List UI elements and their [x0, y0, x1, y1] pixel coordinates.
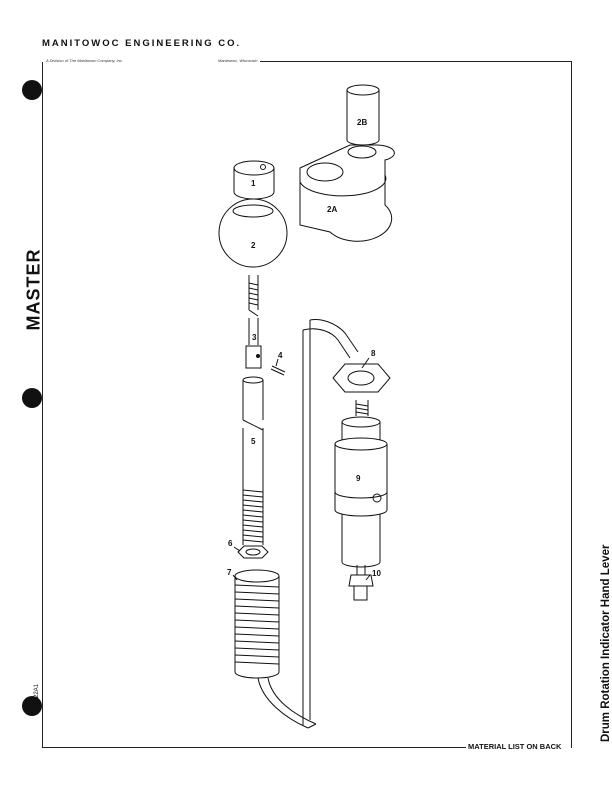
- callout-3: 3: [252, 333, 257, 342]
- company-name: MANITOWOC ENGINEERING CO.: [42, 38, 242, 49]
- frame-right-line: [571, 62, 572, 748]
- frame-bottom-line: [42, 747, 466, 748]
- part-6-nut: [237, 545, 269, 559]
- part-2a-bracket: [299, 144, 395, 242]
- callout-5: 5: [251, 437, 256, 446]
- division-note: A Division of The Manitowoc Company, Inc…: [46, 58, 123, 63]
- part-2b-tube: [346, 84, 380, 146]
- binder-hole-bottom: [22, 696, 42, 716]
- part-7-threaded-sleeve: [234, 569, 280, 679]
- callout-9: 9: [356, 474, 361, 483]
- binder-hole-top: [22, 80, 42, 100]
- binder-hole-middle: [22, 388, 42, 408]
- leader-lines: [232, 357, 371, 581]
- part-9-body: [334, 400, 388, 568]
- callout-10: 10: [372, 569, 381, 578]
- callout-4: 4: [278, 351, 283, 360]
- part-3-rod: [245, 275, 262, 369]
- callout-2b: 2B: [357, 118, 367, 127]
- frame-top-line: [260, 61, 572, 62]
- callout-2: 2: [251, 241, 256, 250]
- callout-7: 7: [227, 568, 232, 577]
- callout-2a: 2A: [327, 205, 337, 214]
- frame-left-line: [42, 62, 43, 748]
- callout-1: 1: [251, 179, 256, 188]
- cable: [257, 319, 359, 729]
- part-4-pin: [270, 365, 286, 376]
- part-2-ball-knob: [218, 198, 288, 268]
- part-8-hex-nut: [332, 363, 391, 393]
- part-5-tube: [242, 376, 264, 545]
- material-list-note: MATERIAL LIST ON BACK: [468, 742, 562, 751]
- callout-8: 8: [371, 349, 376, 358]
- part-10-fitting: [348, 565, 374, 601]
- company-location: Manitowoc, Wisconsin: [218, 58, 258, 63]
- callout-6: 6: [228, 539, 233, 548]
